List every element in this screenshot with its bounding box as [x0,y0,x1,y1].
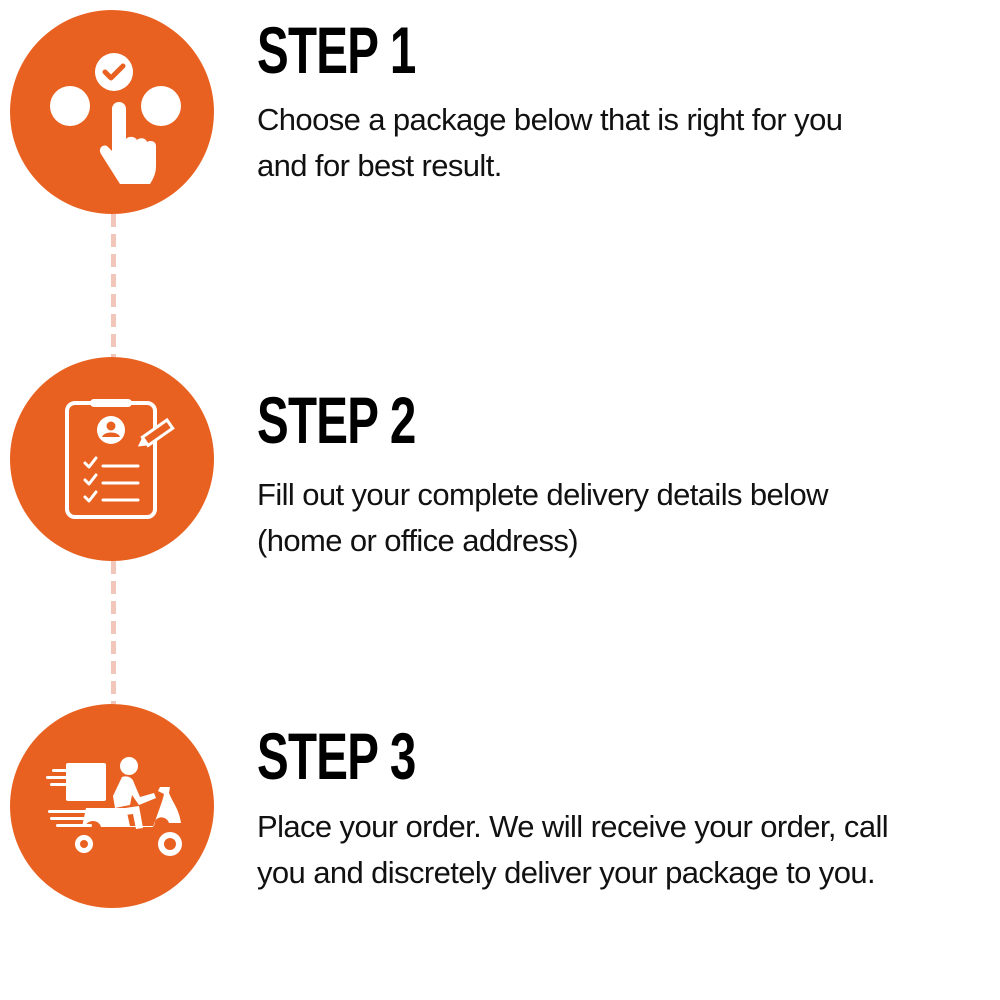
step-connector-2-3 [111,561,116,704]
step-connector-1-2 [111,214,116,357]
step-2-description: Fill out your complete delivery details … [257,472,977,564]
step-3-icon-badge [10,704,214,908]
step-1-description-line-2: and for best result. [257,148,502,183]
step-3-title: STEP 3 [257,719,416,793]
hand-tap-select-check-icon [50,53,181,184]
step-1-description-line-1: Choose a package below that is right for… [257,102,843,137]
step-2-description-line-1: Fill out your complete delivery details … [257,477,828,512]
step-1-title: STEP 1 [257,13,416,87]
step-1-description: Choose a package below that is right for… [257,97,977,189]
step-3-description: Place your order. We will receive your o… [257,804,977,896]
step-3-description-line-1: Place your order. We will receive your o… [257,809,889,844]
step-2-description-line-2: (home or office address) [257,523,579,558]
step-1-icon-badge [10,10,214,214]
clipboard-form-checklist-icon [65,399,175,519]
step-3-description-line-2: you and discretely deliver your package … [257,855,876,890]
delivery-scooter-icon [46,757,182,856]
step-2-icon-badge [10,357,214,561]
step-2-title: STEP 2 [257,383,416,457]
